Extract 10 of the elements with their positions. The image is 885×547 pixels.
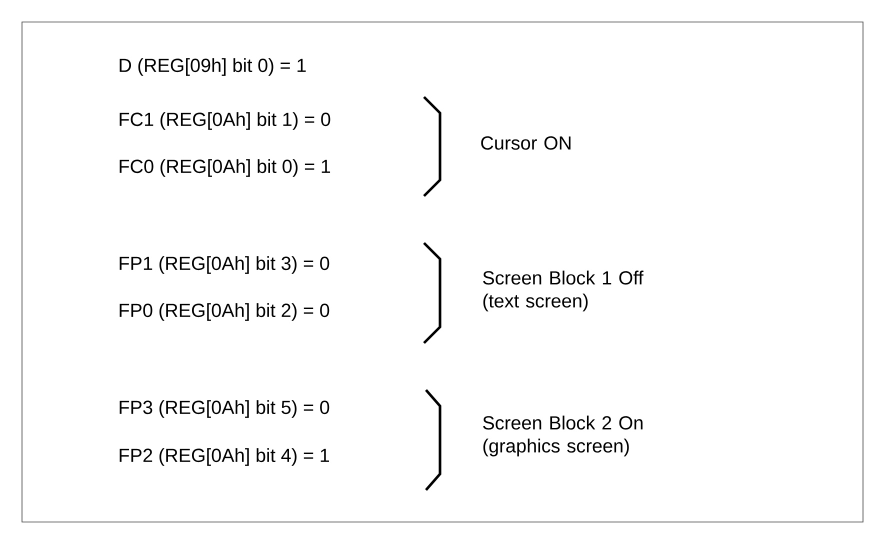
register-setting-text: FP2 (REG[0Ah] bit 4) = 1: [120, 448, 329, 466]
register-setting-text: FC1 (REG[0Ah] bit 1) = 0: [120, 112, 330, 130]
register-setting-text: D (REG[09h] bit 0) = 1: [120, 58, 306, 76]
register-setting-text: FP3 (REG[0Ah] bit 5) = 0: [120, 400, 330, 418]
register-setting-text: FC0 (REG[0Ah] bit 0) = 1: [120, 159, 330, 177]
status-text: Screen Block 1 Off (text screen): [483, 270, 644, 312]
register-setting-text: FP1 (REG[0Ah] bit 3) = 0: [120, 256, 330, 274]
register-setting-text: FP0 (REG[0Ah] bit 2) = 0: [120, 303, 330, 321]
status-text: Cursor ON: [481, 136, 570, 150]
status-text: Screen Block 2 On (graphics screen): [483, 416, 643, 456]
